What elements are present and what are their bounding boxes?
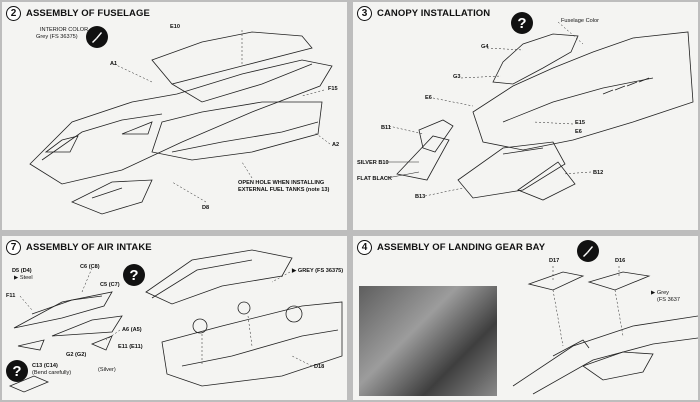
step-number: 7 <box>6 240 21 255</box>
landing-gear-drawing <box>512 266 698 395</box>
panel-assembly-of-air-intake: 7 ASSEMBLY OF AIR INTAKE ? ? ▶ GREY (FS … <box>2 236 347 400</box>
step-number: 2 <box>6 6 21 21</box>
grey-color-fs: (FS 3637 <box>657 297 681 303</box>
part-label-g4: G4 <box>481 44 489 50</box>
step-title: ASSEMBLY OF LANDING GEAR BAY <box>377 242 546 253</box>
step-title: CANOPY INSTALLATION <box>377 8 491 19</box>
part-label-c13: C13 (C14) <box>32 363 58 369</box>
part-label-b13: B13 <box>415 194 426 200</box>
part-label-e6-top: E6 <box>425 95 432 101</box>
step-title: ASSEMBLY OF AIR INTAKE <box>26 242 152 253</box>
part-label-g3: G3 <box>453 74 461 80</box>
part-label-e6: E6 <box>575 129 582 135</box>
bend-carefully-note: (Bend carefully) <box>32 370 72 376</box>
fuselage-color-label: Fuselage Color <box>561 18 599 24</box>
part-label-b12: B12 <box>593 170 604 176</box>
hole-note-line2: EXTERNAL FUEL TANKS (note 13) <box>238 187 330 193</box>
interior-color-label: INTERIOR COLOR <box>40 27 89 33</box>
grey-color-note: ▶ Grey <box>651 290 669 296</box>
part-label-a2: A2 <box>332 142 340 148</box>
part-label-a1: A1 <box>110 61 118 67</box>
part-label-d5: D5 (D4) <box>12 268 32 274</box>
step-title: ASSEMBLY OF FUSELAGE <box>26 8 150 19</box>
air-intake-drawing <box>8 249 343 393</box>
grey-color-note: ▶ GREY (FS 36375) <box>292 268 344 274</box>
question-mark-icon: ? <box>123 264 145 286</box>
canopy-drawing <box>386 21 694 201</box>
panel-canopy-installation: 3 CANOPY INSTALLATION ? Fuselage Color G… <box>353 2 698 230</box>
part-label-d17: D17 <box>549 258 560 264</box>
paint-brush-icon <box>86 26 108 48</box>
reference-photo <box>359 286 497 396</box>
step-number: 4 <box>357 240 372 255</box>
step-number: 3 <box>357 6 372 21</box>
steel-note: ▶ Steel <box>14 275 33 281</box>
silver-note: (Silver) <box>98 367 116 373</box>
part-label-f11: F11 <box>6 293 16 299</box>
step-header: 3 CANOPY INSTALLATION <box>357 6 490 21</box>
silver-note: SILVER B10 <box>357 160 389 166</box>
part-label-e11: E11 (E11) <box>118 344 143 350</box>
part-label-d16: D16 <box>615 258 626 264</box>
part-label-d18: D18 <box>314 364 325 370</box>
part-label-b11: B11 <box>381 125 391 131</box>
part-label-c6: C6 (C8) <box>80 264 100 270</box>
part-label-g2: G2 (G2) <box>66 352 87 358</box>
step-header: 2 ASSEMBLY OF FUSELAGE <box>6 6 150 21</box>
panel-assembly-of-landing-gear-bay: 4 ASSEMBLY OF LANDING GEAR BAY D17 D16 ▶… <box>353 236 698 400</box>
part-label-a6: A6 (A5) <box>122 327 142 333</box>
part-label-e15: E15 <box>575 120 585 126</box>
question-mark-icon: ? <box>6 360 28 382</box>
fuselage-drawing <box>29 30 333 215</box>
question-mark-icon: ? <box>511 12 533 34</box>
part-label-d8: D8 <box>202 205 210 211</box>
flat-black-note: FLAT BLACK <box>357 176 393 182</box>
step-header: 7 ASSEMBLY OF AIR INTAKE <box>6 240 152 255</box>
interior-color-value: Grey (FS 36375) <box>36 34 78 40</box>
part-label-e10: E10 <box>170 24 180 30</box>
part-label-f15: F15 <box>328 86 338 92</box>
step-header: 4 ASSEMBLY OF LANDING GEAR BAY <box>357 240 545 255</box>
hole-note-line1: OPEN HOLE WHEN INSTALLING <box>238 180 325 186</box>
panel-assembly-of-fuselage: 2 ASSEMBLY OF FUSELAGE INTERIOR COLOR Gr… <box>2 2 347 230</box>
part-label-c5: C5 (C7) <box>100 282 120 288</box>
paint-brush-icon <box>577 240 599 262</box>
